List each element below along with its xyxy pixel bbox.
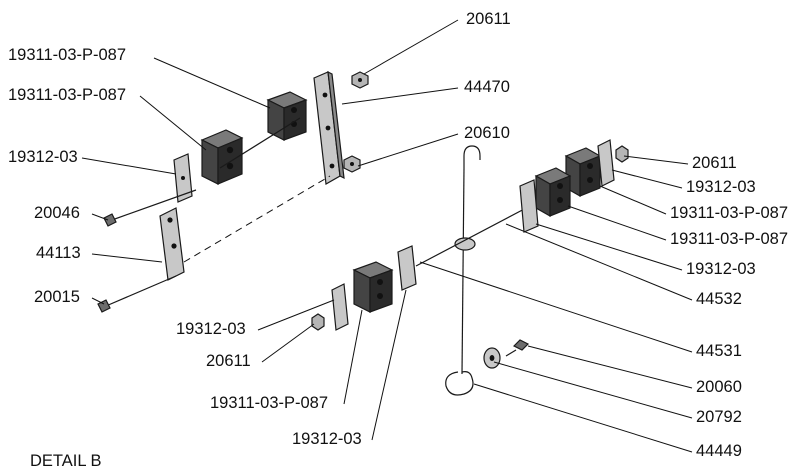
callout-19311-lower: 19311-03-P-087 xyxy=(210,394,328,412)
washer-plate-right-inner xyxy=(519,179,539,233)
callout-19311-right-1: 19311-03-P-087 xyxy=(670,204,788,222)
callout-19311-right-2: 19311-03-P-087 xyxy=(670,230,788,248)
flat-washer-20792 xyxy=(483,347,501,369)
cable-block-upper-front xyxy=(200,129,244,185)
hex-nut-lower-left xyxy=(311,313,325,331)
washer-plate-upper-left xyxy=(173,153,193,203)
callout-20610: 20610 xyxy=(464,124,510,142)
hex-nut-lower xyxy=(343,155,361,173)
threaded-rod xyxy=(415,205,531,267)
callout-19311-upper-1: 19311-03-P-087 xyxy=(8,46,126,64)
callout-20611-top: 20611 xyxy=(466,10,511,28)
hook-rod-44449 xyxy=(445,145,481,396)
cable-block-right-front xyxy=(534,167,572,218)
washer-plate-right-outer xyxy=(597,139,615,187)
mounting-strap-44470 xyxy=(313,70,345,185)
rod-upper-left xyxy=(219,117,301,169)
callout-44449: 44449 xyxy=(696,442,742,460)
callout-20046: 20046 xyxy=(34,204,80,222)
callout-44531: 44531 xyxy=(696,342,742,360)
callout-44113: 44113 xyxy=(36,244,81,262)
cable-block-upper-rear xyxy=(266,91,308,141)
callout-19311-upper-2: 19311-03-P-087 xyxy=(8,86,126,104)
bolt-20046 xyxy=(103,189,197,227)
callout-19312-right-1: 19312-03 xyxy=(686,178,756,196)
callout-labels: 20611 19311-03-P-087 19311-03-P-087 4447… xyxy=(8,10,788,468)
cable-block-right-rear xyxy=(564,147,602,198)
screw-20060 xyxy=(505,339,530,357)
detail-title: DETAIL B xyxy=(30,452,102,468)
callout-44470: 44470 xyxy=(464,78,510,96)
short-strap-44113 xyxy=(159,207,185,281)
cable-block-lower xyxy=(352,261,394,313)
callout-19312-lower-right: 19312-03 xyxy=(292,430,362,448)
callout-44532: 44532 xyxy=(696,290,742,308)
callout-19312-lower-left: 19312-03 xyxy=(176,320,246,338)
center-line xyxy=(183,175,331,263)
callout-20611-right: 20611 xyxy=(692,154,737,172)
callout-19312-right-2: 19312-03 xyxy=(686,260,756,278)
callout-20060: 20060 xyxy=(696,378,742,396)
callout-19312-upper-left: 19312-03 xyxy=(8,148,78,166)
hex-nut-top xyxy=(351,71,369,89)
callout-20015: 20015 xyxy=(34,288,80,306)
callout-20611-lower: 20611 xyxy=(206,352,251,370)
callout-20792: 20792 xyxy=(696,408,742,426)
bolt-20015 xyxy=(97,275,177,313)
leader-lines xyxy=(81,19,693,453)
washer-plate-lower-right xyxy=(397,245,417,291)
hex-nut-right xyxy=(615,145,629,163)
washer-plate-lower-left xyxy=(331,283,349,331)
